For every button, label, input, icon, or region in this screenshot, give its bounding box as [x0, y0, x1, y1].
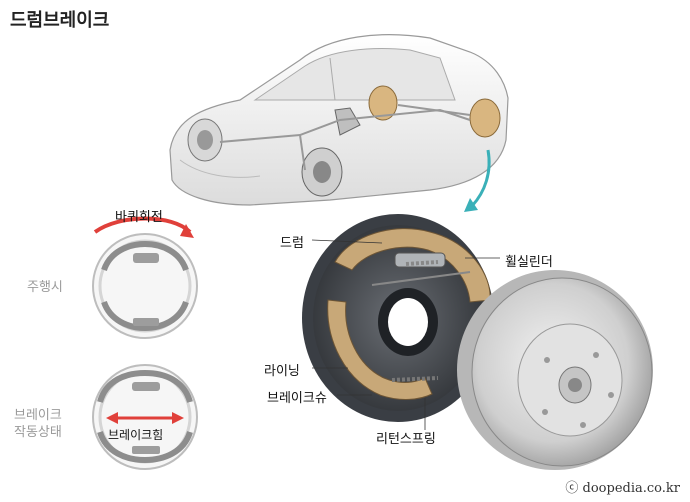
brake-assembly: [302, 214, 494, 422]
rotation-arrow: [93, 216, 192, 234]
drum-label: 드럼: [280, 236, 304, 251]
leader-lines: [311, 239, 500, 430]
car-illustration: [169, 34, 509, 206]
brake-force-label: 브레이크힘: [108, 428, 164, 442]
wheel-cylinder-label: 휠실린더: [505, 255, 553, 270]
return-spring-label: 리턴스프링: [376, 432, 436, 447]
driving-state-diagram: [92, 233, 198, 339]
braking-label-line2: 작동상태: [14, 425, 62, 440]
pointer-arrow: [470, 149, 491, 208]
lining-label: 라이닝: [264, 364, 300, 379]
wheel-rotation-label: 바퀴회전: [115, 210, 163, 225]
driving-label: 주행시: [27, 280, 63, 295]
drum: [457, 270, 653, 470]
credit-text: ⓒ doopedia.co.kr: [565, 481, 680, 496]
braking-label-line1: 브레이크: [14, 408, 62, 423]
page-title: 드럼브레이크: [10, 10, 110, 31]
brake-shoe-label: 브레이크슈: [267, 391, 327, 406]
